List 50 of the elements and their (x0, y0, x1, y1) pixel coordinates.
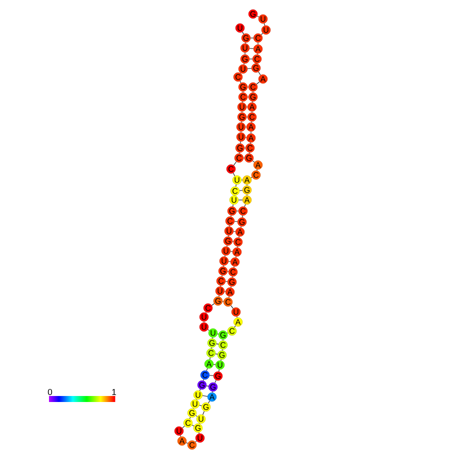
connector-line (232, 204, 234, 207)
connector-line (206, 368, 208, 371)
connector-line (202, 395, 208, 397)
connector-line (230, 251, 233, 252)
connector-line (242, 215, 243, 218)
connector-line (264, 23, 266, 26)
connector-line (236, 210, 239, 212)
connector-line (244, 52, 246, 55)
connector-line (208, 329, 210, 331)
connector-line (233, 161, 237, 166)
connector-line (232, 172, 236, 176)
connector-line (256, 16, 260, 18)
connector-line (214, 380, 216, 384)
connector-line (182, 426, 185, 428)
connector-line (180, 435, 181, 437)
connector-line (225, 281, 228, 282)
scale-label: 1 (112, 389, 116, 395)
connector-line (234, 326, 236, 328)
connector-line (195, 440, 197, 442)
connector-line (186, 442, 188, 444)
connector-line (247, 68, 252, 69)
connector-line (249, 48, 254, 49)
connector-line (196, 415, 198, 417)
connector-line (208, 400, 210, 404)
connector-line (234, 221, 238, 222)
connector-line (242, 32, 244, 34)
connector-line (239, 190, 243, 191)
connector-line (252, 160, 255, 162)
connector-line (209, 375, 214, 376)
connector-line (213, 364, 216, 365)
connector-line (244, 204, 246, 207)
connector-line (249, 58, 253, 60)
connector-line (240, 141, 241, 144)
connector-line (261, 32, 264, 36)
connector-line (199, 389, 201, 391)
scale-label: 0 (48, 388, 52, 396)
connector-line (256, 82, 260, 84)
connector-line (258, 72, 261, 76)
connector-line (202, 410, 204, 416)
connector-line (192, 424, 194, 426)
connector-line (240, 80, 242, 84)
connector-line (228, 261, 231, 262)
connector-line (189, 417, 191, 419)
connector-line (218, 369, 220, 372)
connector-line (203, 379, 204, 381)
connector-line (230, 305, 234, 309)
connector-line (250, 131, 252, 134)
connector-line (199, 404, 202, 406)
connector-line (212, 303, 214, 306)
connector-line (233, 231, 236, 232)
